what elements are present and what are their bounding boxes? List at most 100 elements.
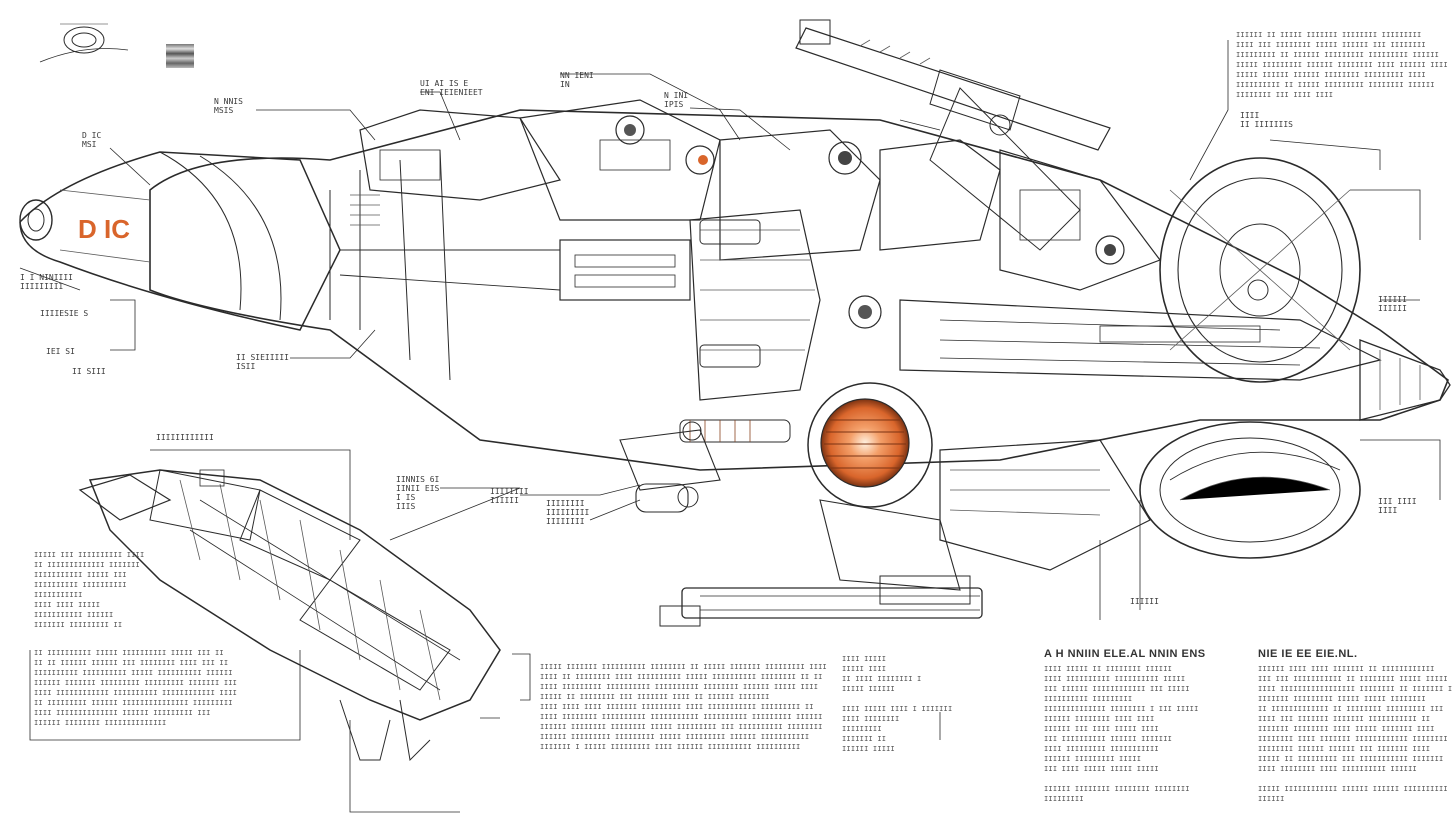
notes-line: IIII IIIIIIIIIIIIII IIIIII IIIIIIIII III (34, 709, 211, 717)
notes-top-right: IIIIII II IIIII IIIIIII IIIIIIII IIIIIII… (1236, 30, 1448, 100)
notes-line (842, 694, 952, 704)
callout-line: IIIIESIE S (40, 309, 88, 318)
notes-line: IIIIIII I IIIII IIIIIIIII IIII IIIIII II… (540, 743, 801, 751)
callout-line: IIIIIIIIIIII (156, 433, 214, 442)
notes-line: IIIIIIIIII IIIIIIIIII IIIII IIIIIIIIII I… (34, 669, 233, 677)
notes-line: IIIIIIIIIII IIIII III (34, 571, 127, 579)
notes-line: IIIIIII IIIIIIII IIII IIIII IIIIIII IIII (1258, 725, 1435, 733)
notes-right-b: NIE IE EE EIE.NL. IIIIII IIII IIII IIIIII… (1258, 648, 1452, 804)
notes-line: II IIIIIIIIII IIIII IIIIIIIIII IIIII III… (34, 649, 224, 657)
leader-lines (19, 40, 1441, 813)
notes-line: IIIIIII IIIIIIIII II (34, 621, 123, 629)
main-ship: D IC (19, 19, 1451, 627)
callout-line: IIIIIIIII (546, 508, 590, 517)
notes-line: IIII IIIIIIII IIIIIIIIII IIIIIIIIIII III… (540, 713, 823, 721)
notes-line: IIIIII IIIIIIII IIIIIIII IIIII IIIIIIIII… (540, 723, 823, 731)
notes-line: IIIIII IIIIIII IIIIIIIII IIIIIIIII IIIII… (34, 679, 238, 687)
callout-line: IEI SI (46, 347, 75, 356)
lower-cannon (659, 575, 983, 627)
callout-line: II IIIIIIIS (1240, 120, 1293, 129)
notes-bottom-center: IIIII IIIIIII IIIIIIIIII IIIIIIII II III… (540, 662, 827, 752)
notes-line: IIIIIIIIII IIIIIIIII (1044, 695, 1133, 703)
notes-line: IIIIIIIII (1044, 795, 1084, 803)
notes-line: IIIII II IIIIIIIII III IIIIIIIIIII IIIII… (1258, 755, 1444, 763)
callout-line: IIIIIIII (546, 517, 585, 526)
callout-label-c18: IIIIIIIIIIII (156, 433, 214, 442)
callout-label-c17: IIIIII (1130, 597, 1159, 606)
notes-line: IIIII III IIIIIIIIII IIII (34, 551, 145, 559)
callout-line: IPIS (664, 100, 683, 109)
shade-swatch (166, 44, 194, 68)
callout-line: IIIIII (490, 496, 519, 505)
notes-line: IIII IIIIIIIIIIIIIIIII IIIIIIII II IIIII… (1258, 685, 1453, 693)
callout-line: IIII (1240, 111, 1259, 120)
callout-line: II SIEIIIII (236, 353, 289, 362)
notes-line: IIIIIIIIII IIIIIIIIII (34, 581, 127, 589)
notes-line: IIIIIIII IIII IIIIIII IIIIIIIIIIII IIIII… (1258, 735, 1448, 743)
callout-label-c6: IIIIESIE S (40, 309, 88, 318)
callout-line: IIIIIIII (490, 487, 529, 496)
notes-line: IIIIII IIIIIIII IIIIIIII IIIIIIII (1044, 785, 1190, 793)
notes-line: IIII IIIIIIIII IIIIIIIIII IIIIIIIIII III… (540, 683, 819, 691)
notes-line: IIIII IIIIIIIIIIII IIIIII IIIIII IIIIIII… (1258, 785, 1448, 793)
callout-line: II SIII (72, 367, 106, 376)
notes-line: IIIIII III IIII IIIII IIII (1044, 725, 1159, 733)
notes-line: II II IIIIII IIIIII III IIIIIIII IIII II… (34, 659, 229, 667)
reactor-core (807, 382, 933, 508)
callout-line: III IIII (1378, 497, 1417, 506)
notes-line: IIIIII IIII IIII IIIIIII II IIIIIIIIIIII (1258, 665, 1435, 673)
notes-line: IIIII IIIIIII IIIIIIIIII IIIIIIII II III… (540, 663, 827, 671)
notes-line: IIII II IIIIIIII IIII IIIIIIIIII IIIII I… (540, 673, 823, 681)
callout-line: IIIS (396, 502, 415, 511)
notes-line: IIIII IIII (842, 665, 887, 673)
notes-line: IIIIII II IIIII IIIIIII IIIIIIII IIIIIII… (1236, 31, 1422, 39)
notes-line: IIII IIIIIIIIIIII IIIIIIIIII IIIIIIIIIII… (34, 689, 238, 697)
emblem-logo (39, 23, 129, 63)
notes-bottom-left: II IIIIIIIIII IIIII IIIIIIIIII IIIII III… (34, 648, 237, 728)
callout-line: N NNIS (214, 97, 243, 106)
nose-marking-text: D IC (78, 214, 130, 244)
notes-line: IIIII IIIIIIIII IIIIII IIIIIIII IIII III… (1236, 61, 1448, 69)
notes-title: NIE IE EE EIE.NL. (1258, 648, 1358, 660)
notes-line: IIIIIIII IIIIII IIIIII III IIIIIII IIII (1258, 745, 1431, 753)
notes-line: IIIIII IIIIIIIII IIIIIIIII IIIII IIIIIII… (540, 733, 810, 741)
callout-line: IN (560, 80, 570, 89)
callout-label-c9: II SIII (72, 367, 106, 376)
notes-line: IIIIIIII III IIII IIII (1236, 91, 1334, 99)
notes-line: IIII IIII IIIII (34, 601, 101, 609)
notes-line: IIIIII (1258, 795, 1285, 803)
notes-line: IIII IIIII (842, 655, 887, 663)
notes-line: II IIII IIIIIIII I (842, 675, 922, 683)
callout-line: IIIIII (1378, 295, 1407, 304)
notes-line: III III IIIIIIIIIII II IIIIIIII IIIII II… (1258, 675, 1448, 683)
notes-line: IIIII IIIIII (842, 685, 895, 693)
notes-line (1044, 774, 1206, 784)
notes-line: IIIII II IIIIIIII III IIIIIII IIII II II… (540, 693, 770, 701)
callout-line: MSIS (214, 106, 233, 115)
callout-line: ISII (236, 362, 255, 371)
callout-line: I I NINIIII (20, 273, 73, 282)
notes-line: IIIIIII IIIIIIIII IIIII IIIII IIIIIIII (1258, 695, 1426, 703)
notes-line: IIIIIIIIIII IIIIII (34, 611, 114, 619)
callout-line: IINNIS 6I (396, 475, 440, 484)
notes-line: IIIIIIIII (842, 725, 882, 733)
notes-line: IIIIIIIIIIIIII IIIIIIII I III IIIII (1044, 705, 1199, 713)
notes-line: IIII IIIIIIIII IIIIIIIIIII (1044, 745, 1159, 753)
notes-line: IIII III IIIIIII IIIIIII IIIIIIIIIII II (1258, 715, 1431, 723)
lower-ring (1139, 421, 1361, 559)
notes-line: II IIIIIIIIIIIII II IIIIIIII IIIIIIIII I… (1258, 705, 1444, 713)
aft-ring (1159, 157, 1361, 383)
notes-line: IIIIIIIIII II IIIII IIIIIIIII IIIIIIII I… (1236, 81, 1435, 89)
notes-line: IIII IIIIIIII (842, 715, 900, 723)
notes-line: IIII III IIIIIIII IIIII IIIIII III IIIII… (1236, 41, 1426, 49)
callout-line: IIIIII (1130, 597, 1159, 606)
